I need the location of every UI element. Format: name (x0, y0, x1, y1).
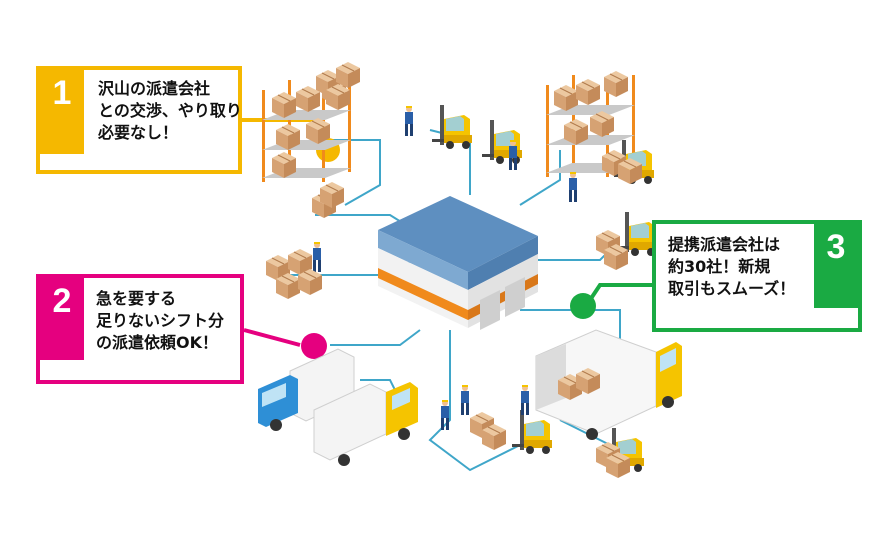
callout-3-line-1: 提携派遣会社は (668, 235, 781, 254)
warehouse-icon (378, 196, 538, 330)
callout-2-line-2: 足りないシフト分 (96, 311, 225, 330)
callout-3: 3 提携派遣会社は 約30社！新規 取引もスムーズ！ (652, 220, 862, 332)
callout-3-text: 提携派遣会社は 約30社！新規 取引もスムーズ！ (668, 234, 795, 300)
pallet-icon (469, 411, 507, 451)
forklift-icon (512, 410, 552, 454)
pallet-icon (311, 181, 345, 219)
callout-2-text: 急を要する 足りないシフト分 の派遣依頼OK！ (96, 288, 224, 354)
callout-3-number-badge: 3 (814, 224, 858, 308)
callout-1-line-1: 沢山の派遣会社 (98, 79, 211, 98)
callout-2-number-badge: 2 (40, 278, 84, 360)
callout-1: 1 沢山の派遣会社 との交渉、やり取り 必要なし！ (36, 66, 242, 174)
truck-icon (535, 329, 682, 440)
callout-3-line-2: 約30社！新規 (668, 257, 771, 276)
pallet-icon (595, 229, 629, 271)
worker-icon (569, 172, 577, 202)
truck-icon (313, 382, 418, 466)
callout-1-number-badge: 1 (40, 70, 84, 154)
callout-2-line-1: 急を要する (96, 289, 177, 308)
callout-1-text: 沢山の派遣会社 との交渉、やり取り 必要なし！ (98, 78, 242, 144)
callout-2-line-3: の派遣依頼OK！ (96, 333, 219, 352)
forklift-icon (432, 105, 472, 149)
worker-icon (405, 106, 413, 136)
callout-2: 2 急を要する 足りないシフト分 の派遣依頼OK！ (36, 274, 244, 384)
callout-1-line-3: 必要なし！ (98, 123, 179, 142)
callout-1-line-2: との交渉、やり取り (98, 101, 242, 120)
worker-icon (313, 242, 321, 272)
worker-icon (461, 385, 469, 415)
worker-icon (521, 385, 529, 415)
callout-3-line-3: 取引もスムーズ！ (668, 279, 796, 298)
